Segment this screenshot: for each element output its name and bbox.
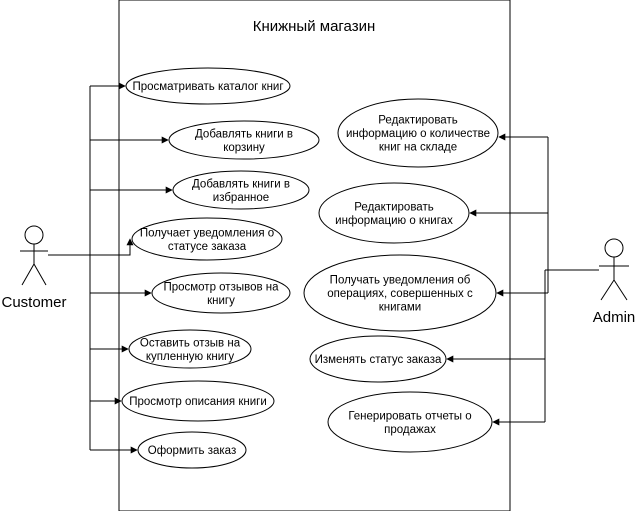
customer-actor[interactable]: Customer (1, 225, 67, 311)
admin-use-case-label: Изменять статус заказа (315, 354, 442, 366)
admin-use-case[interactable]: Редактировать информацию о книгах (318, 182, 470, 244)
admin-use-case-label: информацию о количестве (346, 128, 490, 140)
customer-use-case-label: Оставить отзыв на (140, 337, 241, 349)
admin-use-case[interactable]: Изменять статус заказа (309, 335, 447, 383)
admin-use-case-ellipse (327, 391, 493, 453)
customer-use-case-ellipse (125, 67, 291, 105)
admin-use-case-label: Редактировать (354, 201, 433, 213)
customer-connector (48, 238, 134, 256)
system-title: Книжный магазин (253, 18, 376, 35)
customer-use-case-label: избранное (213, 192, 269, 204)
admin-use-case-label: Генерировать отчеты о (348, 410, 471, 422)
customer-use-case-label: книгу (207, 295, 235, 307)
customer-use-case-label: Просмотр отзывов на (163, 281, 279, 293)
customer-use-case-ellipse (131, 217, 283, 261)
admin-use-case-label: информацию о книгах (335, 215, 453, 227)
admin-use-case-ellipse (309, 335, 447, 383)
admin-use-case-ellipse (318, 182, 470, 244)
customer-use-case[interactable]: Просмотр описания книги (121, 380, 275, 422)
admin-right-leg (613, 279, 628, 301)
admin-left-leg (600, 279, 615, 301)
admin-use-case-label: продажах (384, 424, 436, 436)
customer-use-case-ellipse (151, 272, 291, 314)
customer-use-case[interactable]: Добавлять книги в корзину (168, 120, 320, 160)
admin-use-case-label: операциях, совершенных с (327, 288, 473, 300)
customer-use-case-label: Просматривать каталог книг (132, 81, 283, 93)
customer-use-case[interactable]: Оформить заказ (137, 431, 247, 469)
admin-label: Admin (593, 309, 636, 326)
admin-use-case-label: Получать уведомления об (330, 275, 471, 287)
customer-left-leg (21, 263, 35, 286)
admin-use-case-label: Редактировать (378, 115, 457, 127)
customer-head (24, 225, 44, 245)
admin-use-case-ellipse (303, 254, 497, 332)
admin-use-case-label: книгами (379, 302, 421, 314)
customer-use-case-ellipse (172, 170, 310, 210)
admin-actor[interactable]: Admin (593, 238, 636, 326)
customer-use-case[interactable]: Просмотр отзывов на книгу (151, 272, 291, 314)
admin-head (604, 238, 624, 258)
customer-use-case-label: Получает уведомления о (140, 227, 274, 239)
customer-use-case-label: купленную книгу (146, 351, 235, 363)
customer-use-case-ellipse (121, 380, 275, 422)
customer-use-case-label: корзину (223, 142, 265, 154)
customer-use-case-ellipse (128, 329, 252, 369)
customer-use-case[interactable]: Получает уведомления о статусе заказа (131, 217, 283, 261)
customer-use-case-ellipse (168, 120, 320, 160)
customer-right-leg (33, 263, 47, 286)
customer-use-case-label: статусе заказа (168, 241, 247, 253)
customer-use-case-label: Добавлять книги в (192, 178, 290, 190)
customer-use-case[interactable]: Оставить отзыв на купленную книгу (128, 329, 252, 369)
customer-use-case-label: Просмотр описания книги (129, 396, 267, 408)
customer-use-case-label: Оформить заказ (148, 445, 236, 457)
customer-use-case[interactable]: Добавлять книги в избранное (172, 170, 310, 210)
association-lines (48, 82, 599, 454)
admin-use-case[interactable]: Генерировать отчеты о продажах (327, 391, 493, 453)
customer-use-case-ellipse (137, 431, 247, 469)
customer-use-case[interactable]: Просматривать каталог книг (125, 67, 291, 105)
customer-label: Customer (1, 294, 66, 311)
admin-use-case-ellipse (337, 98, 499, 168)
customer-use-case-label: Добавлять книги в (195, 128, 293, 140)
admin-use-case-label: книг на складе (379, 142, 457, 154)
